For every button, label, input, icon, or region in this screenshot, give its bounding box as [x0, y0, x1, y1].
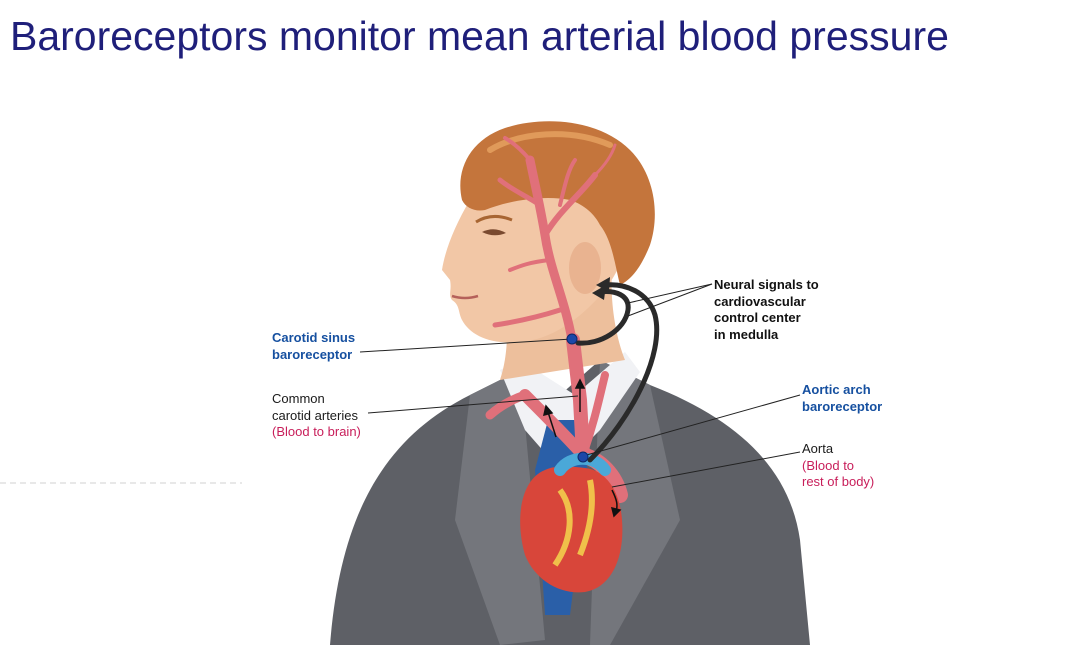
label-line: cardiovascular — [714, 294, 819, 311]
label-note: (Blood to brain) — [272, 424, 361, 441]
label-line: Aorta — [802, 441, 874, 458]
label-line: carotid arteries — [272, 408, 361, 425]
label-aorta: Aorta (Blood to rest of body) — [802, 441, 874, 491]
label-line: Carotid sinus — [272, 330, 355, 347]
label-line: Common — [272, 391, 361, 408]
label-line: in medulla — [714, 327, 819, 344]
label-line: control center — [714, 310, 819, 327]
label-note: rest of body) — [802, 474, 874, 491]
label-line: Aortic arch — [802, 382, 882, 399]
label-aortic-arch: Aortic arch baroreceptor — [802, 382, 882, 415]
label-line: Neural signals to — [714, 277, 819, 294]
label-line: baroreceptor — [272, 347, 355, 364]
label-neural-signals: Neural signals to cardiovascular control… — [714, 277, 819, 343]
carotid-sinus-baroreceptor-dot — [567, 334, 577, 344]
ear — [569, 242, 601, 294]
label-line: baroreceptor — [802, 399, 882, 416]
label-note: (Blood to — [802, 458, 874, 475]
label-carotid-sinus: Carotid sinus baroreceptor — [272, 330, 355, 363]
aortic-arch-baroreceptor-dot — [578, 452, 588, 462]
label-common-carotid: Common carotid arteries (Blood to brain) — [272, 391, 361, 441]
